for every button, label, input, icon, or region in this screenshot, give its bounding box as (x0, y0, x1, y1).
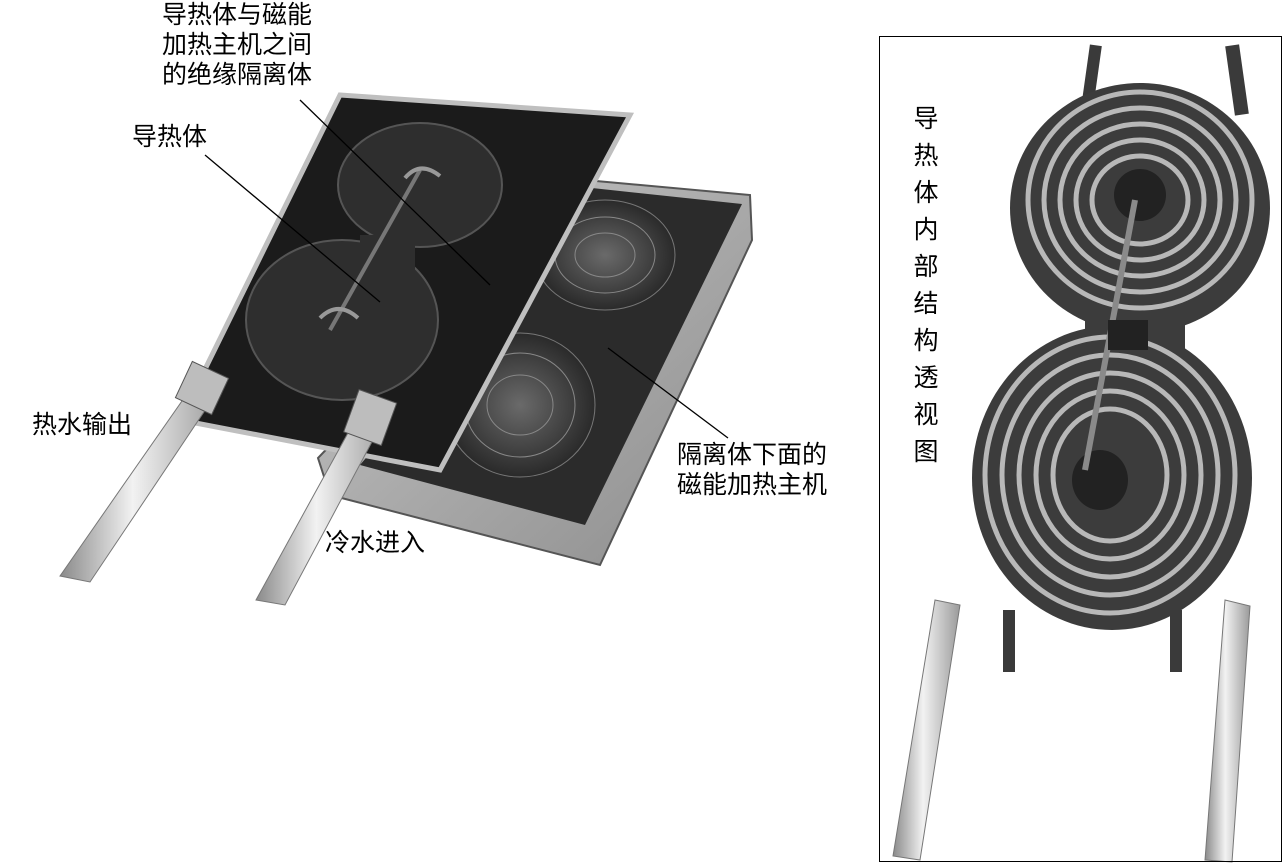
vchar: 透 (913, 363, 939, 392)
label-perspective-view: 导 热 体 内 部 结 构 透 视 图 (911, 100, 941, 470)
cold-water-pipe (255, 388, 398, 606)
vchar: 内 (913, 215, 939, 244)
label-insulator-line2: 加热主机之间 (162, 30, 313, 59)
label-host-line1: 隔离体下面的 (677, 440, 828, 469)
label-insulator-line1: 导热体与磁能 (162, 0, 313, 29)
heat-conductor-body (245, 122, 503, 401)
perspective-view-image (892, 44, 1270, 863)
vchar: 热 (913, 141, 939, 170)
vchar: 部 (913, 252, 939, 281)
vchar: 体 (913, 178, 939, 207)
vchar: 导 (913, 104, 939, 133)
vchar: 结 (913, 289, 939, 318)
label-insulator: 导热体与磁能 加热主机之间 的绝缘隔离体 (162, 0, 312, 90)
label-insulator-line3: 的绝缘隔离体 (162, 60, 313, 89)
leader-host (607, 347, 729, 439)
spiral-coil-upper (1025, 89, 1255, 311)
vchar: 图 (913, 437, 939, 466)
vchar: 视 (913, 400, 939, 429)
label-host-line2: 磁能加热主机 (677, 470, 828, 499)
leader-insulator (299, 99, 491, 286)
label-hot-water-out: 热水输出 (32, 410, 133, 439)
hot-water-pipe (59, 360, 230, 583)
vchar: 构 (913, 326, 939, 355)
label-conductor: 导热体 (132, 122, 208, 151)
leader-lines (204, 99, 729, 439)
label-host: 隔离体下面的 磁能加热主机 (677, 440, 827, 500)
perspective-view-frame (879, 36, 1282, 862)
label-cold-water-in: 冷水进入 (325, 528, 426, 557)
leader-conductor (204, 154, 381, 303)
